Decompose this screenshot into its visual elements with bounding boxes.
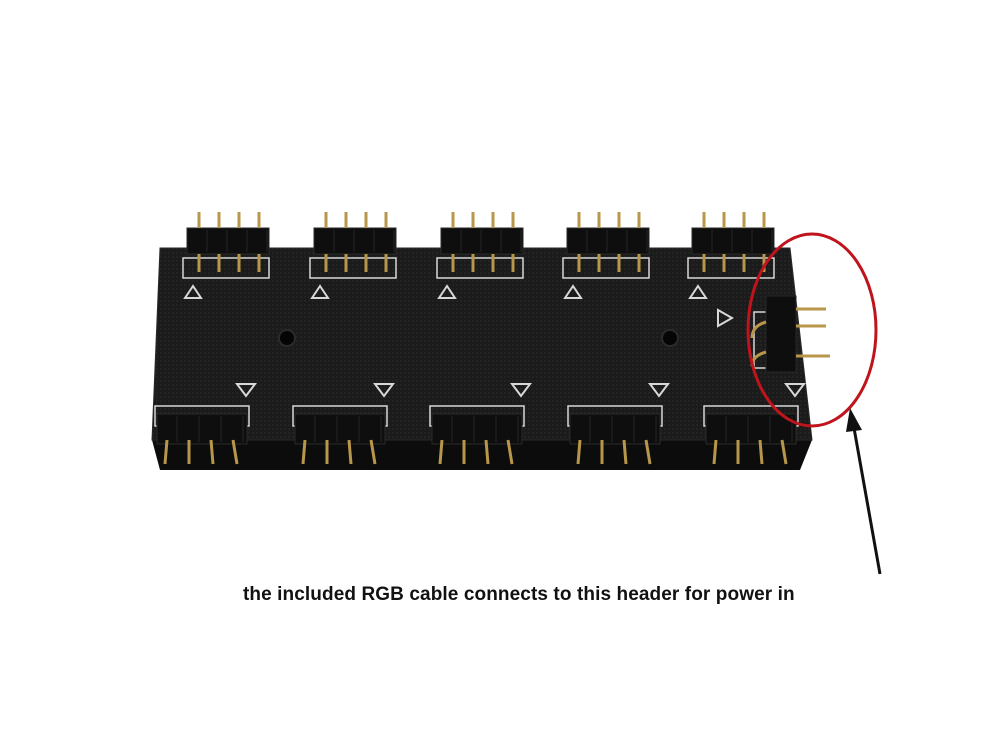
annotation-arrow — [852, 427, 882, 575]
highlight-circle — [746, 232, 878, 428]
top-header-5 — [687, 212, 775, 299]
mounting-hole-left — [278, 329, 296, 347]
top-header-4 — [562, 212, 650, 299]
bottom-header-1 — [154, 383, 257, 465]
pcb-board — [151, 247, 813, 441]
annotation-arrowhead — [846, 408, 862, 432]
bottom-header-3 — [429, 383, 532, 465]
power-input-header — [717, 295, 830, 373]
bottom-header-5 — [703, 383, 806, 465]
bottom-header-2 — [292, 383, 395, 465]
top-header-1 — [182, 212, 270, 299]
top-header-row — [182, 212, 775, 299]
mounting-hole-right — [661, 329, 679, 347]
top-header-3 — [436, 212, 524, 299]
annotation-caption: the included RGB cable connects to this … — [243, 584, 795, 605]
bottom-header-row — [154, 383, 806, 465]
top-header-2 — [309, 212, 397, 299]
bottom-header-4 — [567, 383, 670, 465]
